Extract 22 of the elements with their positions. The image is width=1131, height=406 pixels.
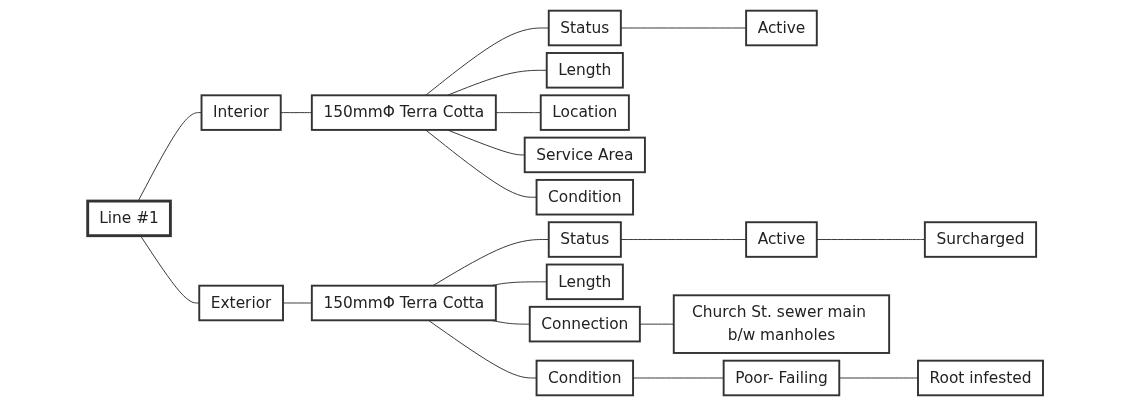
connector bbox=[816, 239, 926, 240]
node-box: Surcharged bbox=[924, 221, 1038, 258]
node-box: 150mmΦ Terra Cotta bbox=[311, 94, 497, 131]
node-box: Connection bbox=[528, 305, 641, 343]
node-box: Root infested bbox=[917, 359, 1045, 397]
connector bbox=[140, 235, 200, 304]
node-box: Active bbox=[745, 221, 818, 258]
node-box: Active bbox=[745, 9, 818, 47]
node-box: Condition bbox=[535, 178, 635, 216]
node-box: Length bbox=[545, 263, 624, 301]
node-box: Length bbox=[545, 52, 624, 89]
node-box: Interior bbox=[200, 94, 282, 131]
node-box: Poor- Failing bbox=[722, 359, 841, 397]
node-box: Status bbox=[547, 221, 622, 258]
node-box: Exterior bbox=[198, 284, 285, 322]
node-box: Line #1 bbox=[86, 199, 172, 238]
node-box: Status bbox=[547, 9, 622, 47]
node-box: 150mmΦ Terra Cotta bbox=[311, 284, 497, 322]
node-box: Location bbox=[539, 94, 630, 131]
node-box: Condition bbox=[535, 359, 635, 397]
node-box: Service Area bbox=[523, 136, 646, 174]
node-box: Church St. sewer main b/w manholes bbox=[672, 294, 891, 354]
